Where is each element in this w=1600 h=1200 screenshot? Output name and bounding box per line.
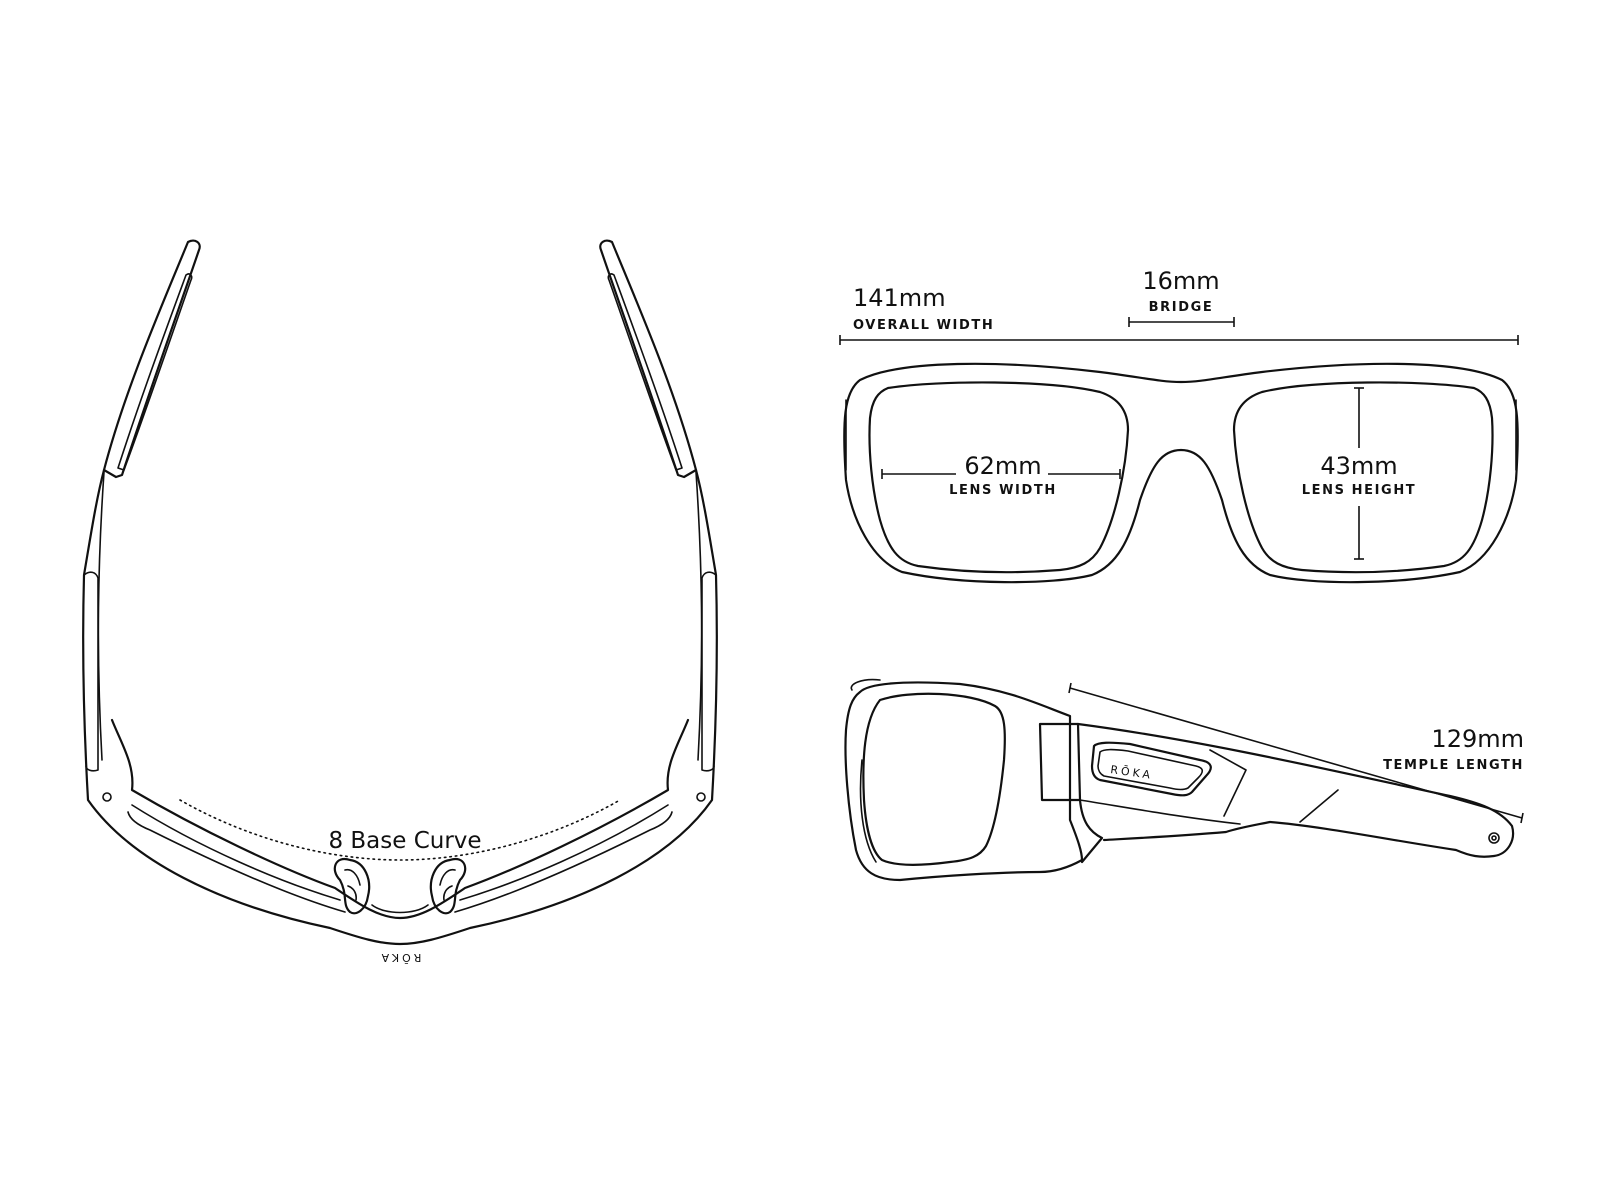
right-nose-pad	[429, 857, 467, 915]
right-hinge-screw	[696, 792, 706, 802]
lens-width-label: LENS WIDTH	[949, 483, 1057, 498]
side-brand-logo: RŌKA	[1110, 763, 1154, 782]
lens-height-label: LENS HEIGHT	[1302, 483, 1417, 498]
temple-length-tick-end	[1520, 812, 1524, 824]
bridge-label: BRIDGE	[1149, 300, 1214, 315]
bridge-arc	[371, 904, 429, 914]
temple-length-tick-start	[1068, 682, 1072, 694]
side-temple-arm	[1076, 722, 1515, 858]
right-hinge	[701, 571, 717, 772]
side-lens	[862, 692, 1006, 866]
base-curve-arc	[179, 799, 621, 861]
lens-height-value: 43mm	[1320, 452, 1397, 480]
side-frame-outer	[844, 681, 1084, 882]
left-hinge	[83, 571, 99, 772]
front-left-lens	[868, 381, 1130, 574]
temple-end-screw-center	[1491, 835, 1497, 841]
left-nose-pad	[333, 857, 371, 915]
overall-width-label: OVERALL WIDTH	[853, 318, 994, 333]
left-temple-line	[97, 471, 105, 761]
top-view-frame-inner	[110, 718, 690, 920]
top-view-brand-logo: RŌKA	[379, 951, 422, 964]
right-temple-line	[695, 471, 703, 761]
side-view-drawing: 129mm TEMPLE LENGTH RŌKA	[844, 678, 1524, 882]
side-frame-top-edge	[850, 678, 881, 691]
side-brand-plate-inner	[1097, 748, 1204, 791]
front-view-drawing: 141mm OVERALL WIDTH 16mm BRIDGE 62mm LEN…	[839, 267, 1519, 584]
left-temple-inlay	[117, 273, 193, 471]
left-nose-pad-detail	[344, 868, 361, 901]
base-curve-label: 8 Base Curve	[328, 828, 481, 854]
front-frame-outer	[843, 362, 1519, 584]
top-view-lens-band	[131, 804, 669, 901]
right-nose-pad-detail	[439, 868, 456, 901]
side-temple-lower-panel	[1079, 749, 1339, 825]
right-temple-inlay	[607, 273, 683, 471]
temple-length-value: 129mm	[1431, 725, 1524, 753]
temple-length-label: TEMPLE LENGTH	[1383, 758, 1524, 773]
side-lens-rim	[859, 759, 877, 863]
top-view-lens-band-2	[127, 811, 673, 913]
temple-end-screw	[1488, 832, 1500, 844]
front-right-lens	[1232, 381, 1494, 574]
left-temple-arm	[102, 239, 201, 479]
side-brand-plate	[1090, 741, 1212, 797]
top-view-frame-outer	[82, 468, 718, 946]
left-hinge-screw	[102, 792, 112, 802]
bridge-value: 16mm	[1142, 267, 1219, 295]
lens-width-value: 62mm	[964, 452, 1041, 480]
right-temple-arm	[599, 239, 698, 479]
overall-width-value: 141mm	[853, 284, 946, 312]
top-view-drawing: 8 Base Curve RŌKA	[82, 239, 718, 964]
